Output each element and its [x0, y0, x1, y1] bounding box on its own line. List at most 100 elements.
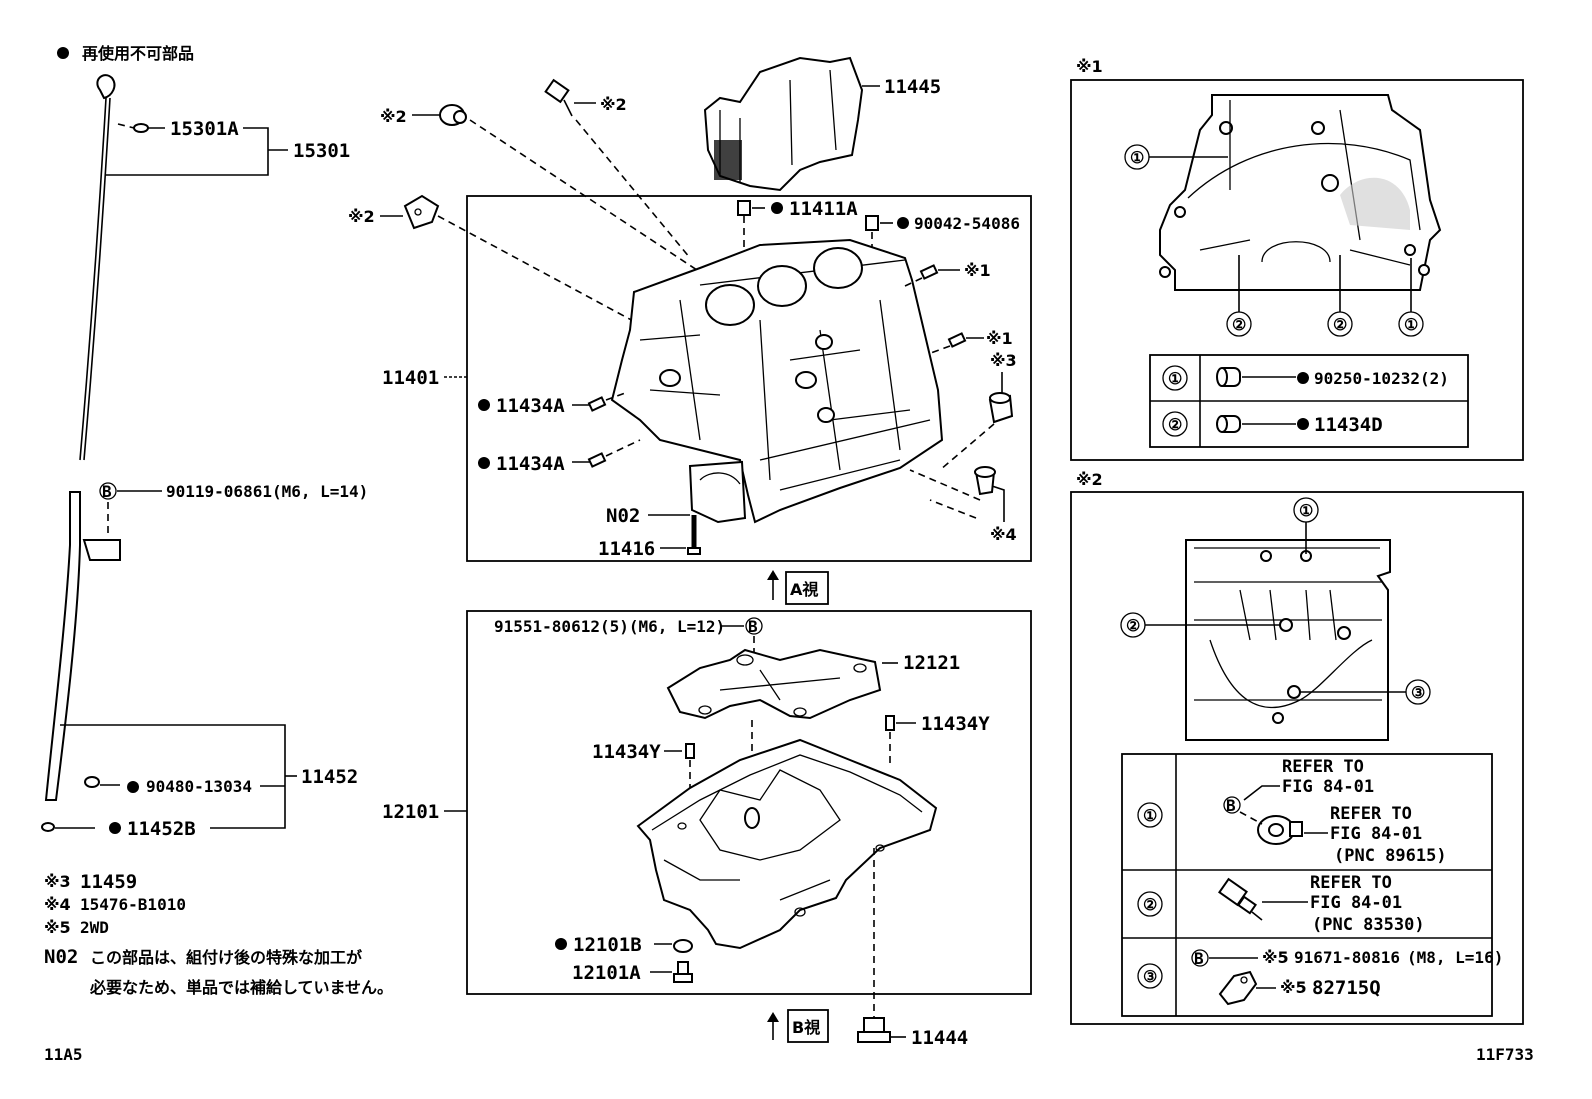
note-3-mark: ※3 — [44, 872, 71, 891]
bolt-11416 — [687, 515, 701, 555]
ref-2-b: ※2 — [600, 95, 627, 114]
note-4-mark: ※4 — [44, 895, 71, 914]
bracket-icon — [1218, 970, 1258, 1006]
inset-2-row-3-ref2: ※5 — [1280, 978, 1307, 997]
label-11411A: 11411A — [789, 198, 858, 220]
dowel-11411A — [737, 200, 751, 216]
note-n02-mark: N02 — [44, 946, 78, 968]
inset-1-row-2-part: 11434D — [1314, 414, 1383, 436]
inset-1-ref: ※1 — [1076, 57, 1103, 76]
footer-right-code: 11F733 — [1476, 1045, 1534, 1064]
inset-2-frame — [1070, 491, 1524, 1025]
guide-tube-11452 — [44, 491, 121, 801]
label-12101A: 12101A — [572, 962, 641, 984]
label-11416: 11416 — [598, 538, 655, 560]
plug-11459 — [988, 392, 1014, 424]
ref-2-c: ※2 — [348, 207, 375, 226]
bolt-mark-b-icon — [99, 482, 117, 500]
bearing-cap-N02 — [688, 460, 747, 524]
inset-1-row-2-num: ② — [1168, 415, 1182, 434]
inset-2-row-1-l5: (PNC 89615) — [1334, 846, 1447, 866]
label-11434Y-1: 11434Y — [592, 741, 661, 763]
bolt-mark-b: B — [102, 482, 112, 501]
note-5-mark: ※5 — [44, 918, 71, 937]
o-ring-90480 — [84, 776, 100, 788]
non-reusable-dot-icon — [771, 202, 783, 214]
inset-1-callout-2a: ② — [1232, 315, 1246, 334]
non-reusable-dot-icon — [127, 781, 139, 793]
inset-1-callout-2b: ② — [1333, 315, 1347, 334]
non-reusable-dot-icon — [897, 217, 909, 229]
inset-2-row-3-num: ③ — [1143, 967, 1157, 986]
bushing-icon — [1216, 367, 1241, 387]
bolt-mark-b: B — [748, 617, 758, 636]
inset-2-row-1-l2: FIG 84-01 — [1282, 777, 1374, 797]
inset-2-row-3-spec1: (M8, L=16) — [1407, 948, 1503, 967]
inset-2-row-1-l3: REFER TO — [1330, 804, 1412, 824]
label-11452B: 11452B — [127, 818, 196, 840]
inset-2-row-2-num: ② — [1143, 895, 1157, 914]
label-90042: 90042-54086 — [914, 214, 1020, 233]
insulator-11445 — [703, 56, 864, 192]
bracket-part — [403, 194, 440, 230]
label-15301: 15301 — [293, 140, 350, 162]
ref-1-b: ※1 — [986, 329, 1013, 348]
drain-plug-12101A — [673, 961, 693, 983]
non-reusable-dot-icon — [555, 938, 567, 950]
inset-2-ref: ※2 — [1076, 470, 1103, 489]
note-3-text: 11459 — [80, 871, 137, 893]
label-15301A: 15301A — [170, 118, 239, 140]
label-N02: N02 — [606, 505, 640, 527]
cylinder-block — [610, 238, 944, 524]
inset-2-row-2-l1: REFER TO — [1310, 873, 1392, 893]
cylinder-block-lower-view — [1159, 94, 1442, 291]
inset-1-row-1-num: ① — [1168, 369, 1182, 388]
inset-1-callout-1b: ① — [1404, 315, 1418, 334]
non-reusable-dot-icon — [1297, 418, 1309, 430]
label-11452: 11452 — [301, 766, 358, 788]
note-n02-line2: 必要なため、単品では補給していません。 — [89, 978, 393, 997]
view-b-label: B視 — [792, 1018, 820, 1037]
inset-2-table: ① REFER TO FIG 84-01 B REFER TO FIG 84-0… — [1121, 753, 1503, 1017]
plug-90042 — [865, 215, 879, 231]
inset-2-row-2-l2: FIG 84-01 — [1310, 893, 1402, 913]
label-11434A-2: 11434A — [496, 453, 565, 475]
cylinder-block-side-view — [1185, 539, 1391, 741]
label-11445: 11445 — [884, 76, 941, 98]
plug-11444 — [857, 1017, 891, 1043]
bushing-icon — [1216, 415, 1241, 433]
inset-2-row-3-part2: 82715Q — [1312, 977, 1381, 999]
inset-1-callout-1a: ① — [1130, 148, 1144, 167]
bolt-mark-b: B — [1226, 796, 1236, 815]
label-91551: 91551-80612(5)(M6, L=12) — [494, 617, 725, 636]
bolt-mark-b-icon — [1223, 796, 1241, 814]
inset-2-row-3-part1: 91671-80816 — [1294, 948, 1400, 967]
ref-3: ※3 — [990, 351, 1017, 370]
inset-2-row-1-num: ① — [1143, 806, 1157, 825]
o-ring-15301A — [133, 123, 149, 133]
inset-1-table: ① 90250-10232(2) ② 11434D — [1149, 354, 1469, 448]
baffle-plate-12121 — [666, 648, 882, 720]
oil-pan-frame — [466, 610, 1032, 995]
label-11401: 11401 — [382, 367, 439, 389]
inset-2-callout-1: ① — [1299, 501, 1313, 520]
label-90119: 90119-06861(M6, L=14) — [166, 482, 368, 501]
inset-1-frame — [1070, 79, 1524, 461]
knock-sensor-icon — [1257, 815, 1303, 845]
oil-jet-15476 — [974, 466, 996, 496]
inset-2-row-1-l4: FIG 84-01 — [1330, 824, 1422, 844]
oil-pan-12101 — [636, 738, 938, 950]
non-reusable-dot-icon — [57, 47, 69, 59]
sensor-part — [544, 78, 573, 117]
legend-non-reusable: 再使用不可部品 — [82, 44, 194, 63]
note-4-text: 15476-B1010 — [80, 895, 186, 914]
inset-1-row-1-part: 90250-10232(2) — [1314, 369, 1449, 388]
footer-left-code: 11A5 — [44, 1045, 83, 1064]
gasket-12101B — [673, 939, 693, 953]
o-ring-11452B — [41, 822, 55, 832]
inset-2-row-2-l3: (PNC 83530) — [1312, 915, 1425, 935]
bolt-mark-b-icon — [1191, 949, 1209, 967]
inset-2-row-3-ref1: ※5 — [1262, 948, 1289, 967]
inset-2-callout-2: ② — [1126, 616, 1140, 635]
